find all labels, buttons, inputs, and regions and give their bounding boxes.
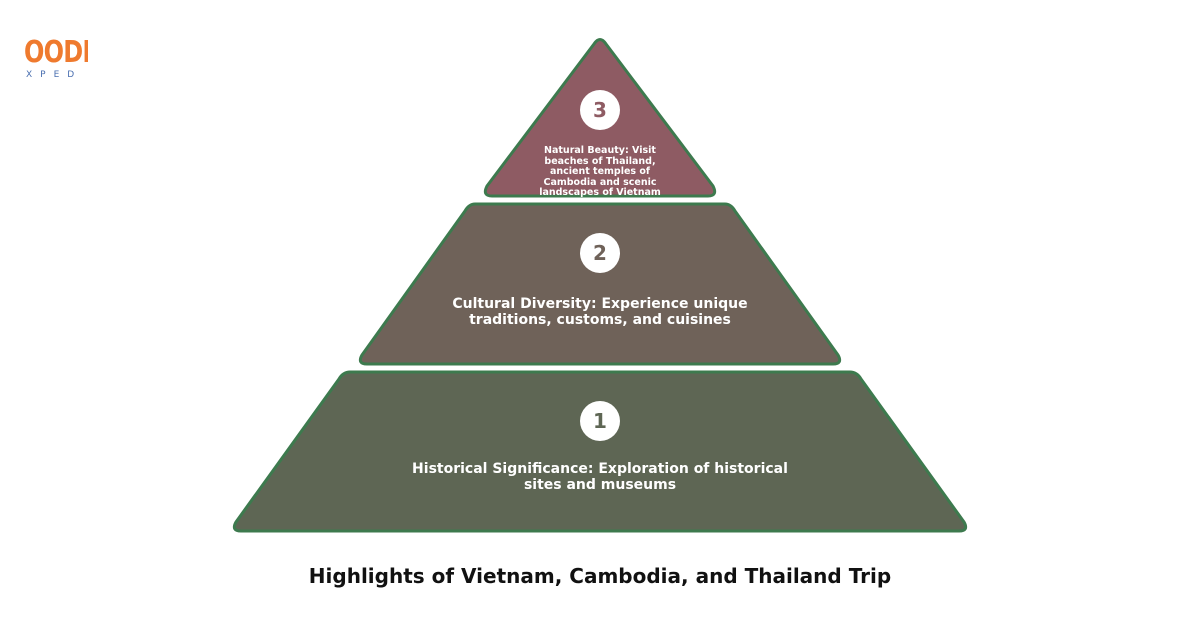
tier-1-badge <box>580 401 620 441</box>
pyramid-tier-2: 2 <box>358 202 842 366</box>
tier-3-badge <box>580 90 620 130</box>
tier-3-number: 3 <box>593 98 607 122</box>
tier-2-shape <box>358 202 842 366</box>
pyramid-tier-3: 3 <box>483 38 717 198</box>
diagram-caption: Highlights of Vietnam, Cambodia, and Tha… <box>308 564 892 588</box>
logo-tagline: XPED <box>26 70 83 80</box>
pyramid-tier-1: 1 <box>232 370 968 533</box>
tier-2-number: 2 <box>593 241 607 265</box>
tier-1-shape <box>232 370 968 533</box>
tier-2-badge <box>580 233 620 273</box>
brand-logo: OODE XPED <box>24 36 88 84</box>
tier-2-text: Cultural Diversity: Experience unique tr… <box>452 296 748 328</box>
tier-1-number: 1 <box>593 409 607 433</box>
tier-1-text: Historical Significance: Exploration of … <box>412 461 788 493</box>
tier-3-text: Natural Beauty: Visit beaches of Thailan… <box>539 145 661 198</box>
